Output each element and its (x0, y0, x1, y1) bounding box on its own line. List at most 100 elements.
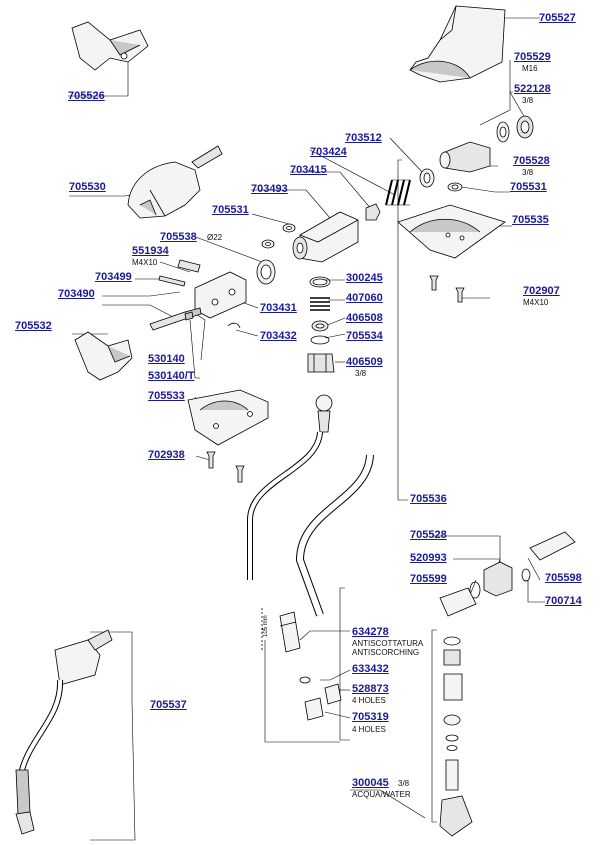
label-705528-lower[interactable]: 705528 (410, 529, 447, 541)
part-406509-nut (307, 353, 335, 373)
label-300045[interactable]: 300045 (352, 777, 389, 789)
sub-702907: M4X10 (523, 298, 549, 307)
label-633432[interactable]: 633432 (352, 663, 389, 675)
part-522128-washer (496, 121, 510, 143)
part-705538-ring (256, 259, 276, 285)
part-551934-screw (177, 259, 201, 273)
part-406508-seal (311, 320, 329, 332)
part-703424-spring (385, 179, 411, 206)
sub-705529: M16 (522, 64, 538, 73)
label-700714[interactable]: 700714 (545, 595, 582, 607)
part-703493-valve-body (292, 211, 359, 263)
part-705598-tube (529, 531, 576, 561)
label-703432[interactable]: 703432 (260, 330, 297, 342)
part-703432-clip (227, 322, 241, 329)
part-705528b-fitting (483, 561, 513, 597)
part-705531b-washer (282, 223, 296, 233)
part-703512-washer (419, 168, 435, 188)
label-703431[interactable]: 703431 (260, 302, 297, 314)
label-705535[interactable]: 705535 (512, 214, 549, 226)
sub-551934: M4X10 (132, 258, 158, 267)
label-530140[interactable]: 530140 (148, 353, 185, 365)
label-634278[interactable]: 634278 (352, 626, 389, 638)
part-705536-pipe (295, 454, 374, 617)
label-705530[interactable]: 705530 (69, 181, 106, 193)
label-705529[interactable]: 705529 (514, 51, 551, 63)
label-406508[interactable]: 406508 (346, 312, 383, 324)
part-528873-tip (324, 683, 342, 705)
label-520993[interactable]: 520993 (410, 552, 447, 564)
label-705528-upper[interactable]: 705528 (513, 155, 550, 167)
part-705532-lever (74, 331, 133, 381)
label-702938[interactable]: 702938 (148, 449, 185, 461)
label-702907[interactable]: 702907 (523, 285, 560, 297)
part-steam-pipe-ball (247, 394, 333, 580)
label-705532[interactable]: 705532 (15, 320, 52, 332)
label-703512[interactable]: 703512 (345, 132, 382, 144)
label-703493[interactable]: 703493 (251, 183, 288, 195)
part-703431-block (194, 271, 247, 319)
label-705527[interactable]: 705527 (539, 12, 576, 24)
sub-705528-upper: 3/8 (522, 168, 534, 177)
part-705599-valve (439, 587, 477, 617)
label-705534[interactable]: 705534 (346, 330, 383, 342)
label-703490[interactable]: 703490 (58, 288, 95, 300)
label-705598[interactable]: 705598 (545, 572, 582, 584)
part-705526-clip (71, 21, 149, 71)
sub-705319: 4 HOLES (352, 725, 386, 734)
sub-634278-en: ANTISCORCHING (352, 648, 420, 657)
label-703499[interactable]: 703499 (95, 271, 132, 283)
part-702938-screws (206, 451, 245, 483)
sub-528873: 4 HOLES (352, 696, 386, 705)
part-634278-sleeve (261, 608, 301, 653)
dimension-label: 105 mm (263, 615, 269, 637)
sub-300045-size: 3/8 (398, 779, 410, 788)
part-300245-oring (309, 276, 331, 288)
part-530140-pin (184, 311, 194, 321)
label-705533[interactable]: 705533 (148, 390, 185, 402)
part-705319-tip (304, 697, 324, 721)
label-300245[interactable]: 300245 (346, 272, 383, 284)
label-705531-left[interactable]: 705531 (212, 204, 249, 216)
label-705599[interactable]: 705599 (410, 573, 447, 585)
label-705531-right[interactable]: 705531 (510, 181, 547, 193)
sub-406509: 3/8 (355, 369, 367, 378)
part-705531-washer (447, 182, 463, 192)
part-633432-oring (299, 676, 311, 684)
leader-lines (68, 17, 545, 841)
sub-300045-water: ACQUA/WATER (352, 790, 411, 799)
part-705530-cap (127, 145, 223, 219)
sub-705538: Ø22 (207, 233, 223, 242)
sub-522128: 3/8 (522, 96, 534, 105)
label-530140T[interactable]: 530140/T (148, 370, 195, 382)
part-705534-oring (310, 335, 330, 345)
part-703415-nut (365, 203, 381, 221)
label-528873[interactable]: 528873 (352, 683, 389, 695)
part-300045-water-tap (439, 636, 473, 837)
label-703415[interactable]: 703415 (290, 164, 327, 176)
label-705538[interactable]: 705538 (160, 231, 197, 243)
part-705528-fitting (439, 141, 491, 173)
label-705319[interactable]: 705319 (352, 711, 389, 723)
label-407060[interactable]: 407060 (346, 292, 383, 304)
label-703424[interactable]: 703424 (310, 146, 347, 158)
part-705535-bracket (397, 204, 506, 259)
part-705537-steam-wand (15, 629, 113, 835)
part-700714-washer (521, 568, 531, 582)
part-705527-shell (409, 5, 506, 83)
part-703499-pin (158, 275, 186, 287)
part-520993-oring (469, 581, 481, 599)
label-406509[interactable]: 406509 (346, 356, 383, 368)
label-705536[interactable]: 705536 (410, 493, 447, 505)
part-705529-nut (516, 115, 534, 139)
label-522128[interactable]: 522128 (514, 83, 551, 95)
part-washer-small (261, 239, 275, 249)
label-705537[interactable]: 705537 (150, 699, 187, 711)
part-705533-base (187, 389, 269, 446)
label-705526[interactable]: 705526 (68, 90, 105, 102)
sub-634278-it: ANTISCOTTATURA (352, 639, 424, 648)
part-702907-screws (429, 275, 465, 303)
label-551934[interactable]: 551934 (132, 245, 169, 257)
